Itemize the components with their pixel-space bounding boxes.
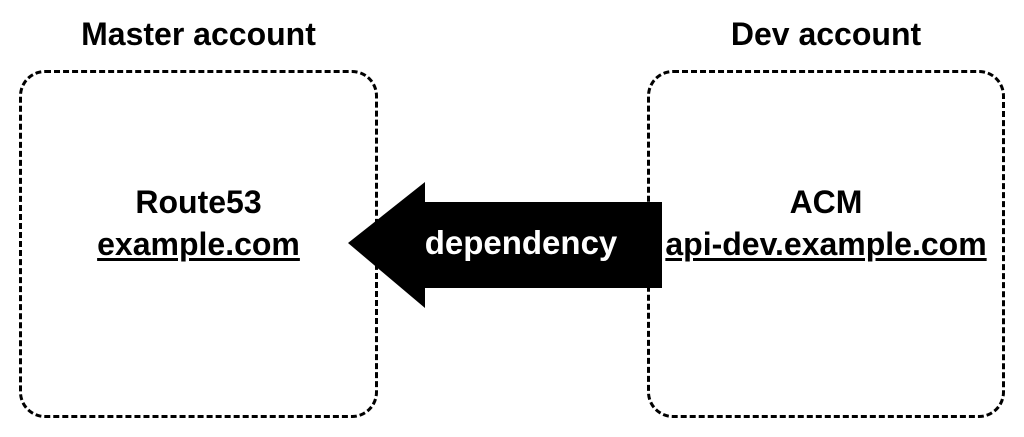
master-account-box: Route53 example.com [19,70,378,418]
left-arrow-icon [348,182,662,308]
dev-account-box: ACM api-dev.example.com [647,70,1005,418]
dev-box-text: ACM api-dev.example.com [650,181,1002,265]
master-service-label: Route53 [135,184,262,220]
dev-service-label: ACM [789,184,863,220]
dependency-arrow: dependency [348,182,662,308]
master-box-text: Route53 example.com [22,181,375,265]
dependency-label: dependency [425,224,618,261]
master-account-title: Master account [81,16,316,52]
dev-domain-label: api-dev.example.com [665,226,987,262]
dev-account-title: Dev account [730,16,922,52]
master-domain-label: example.com [97,226,300,262]
